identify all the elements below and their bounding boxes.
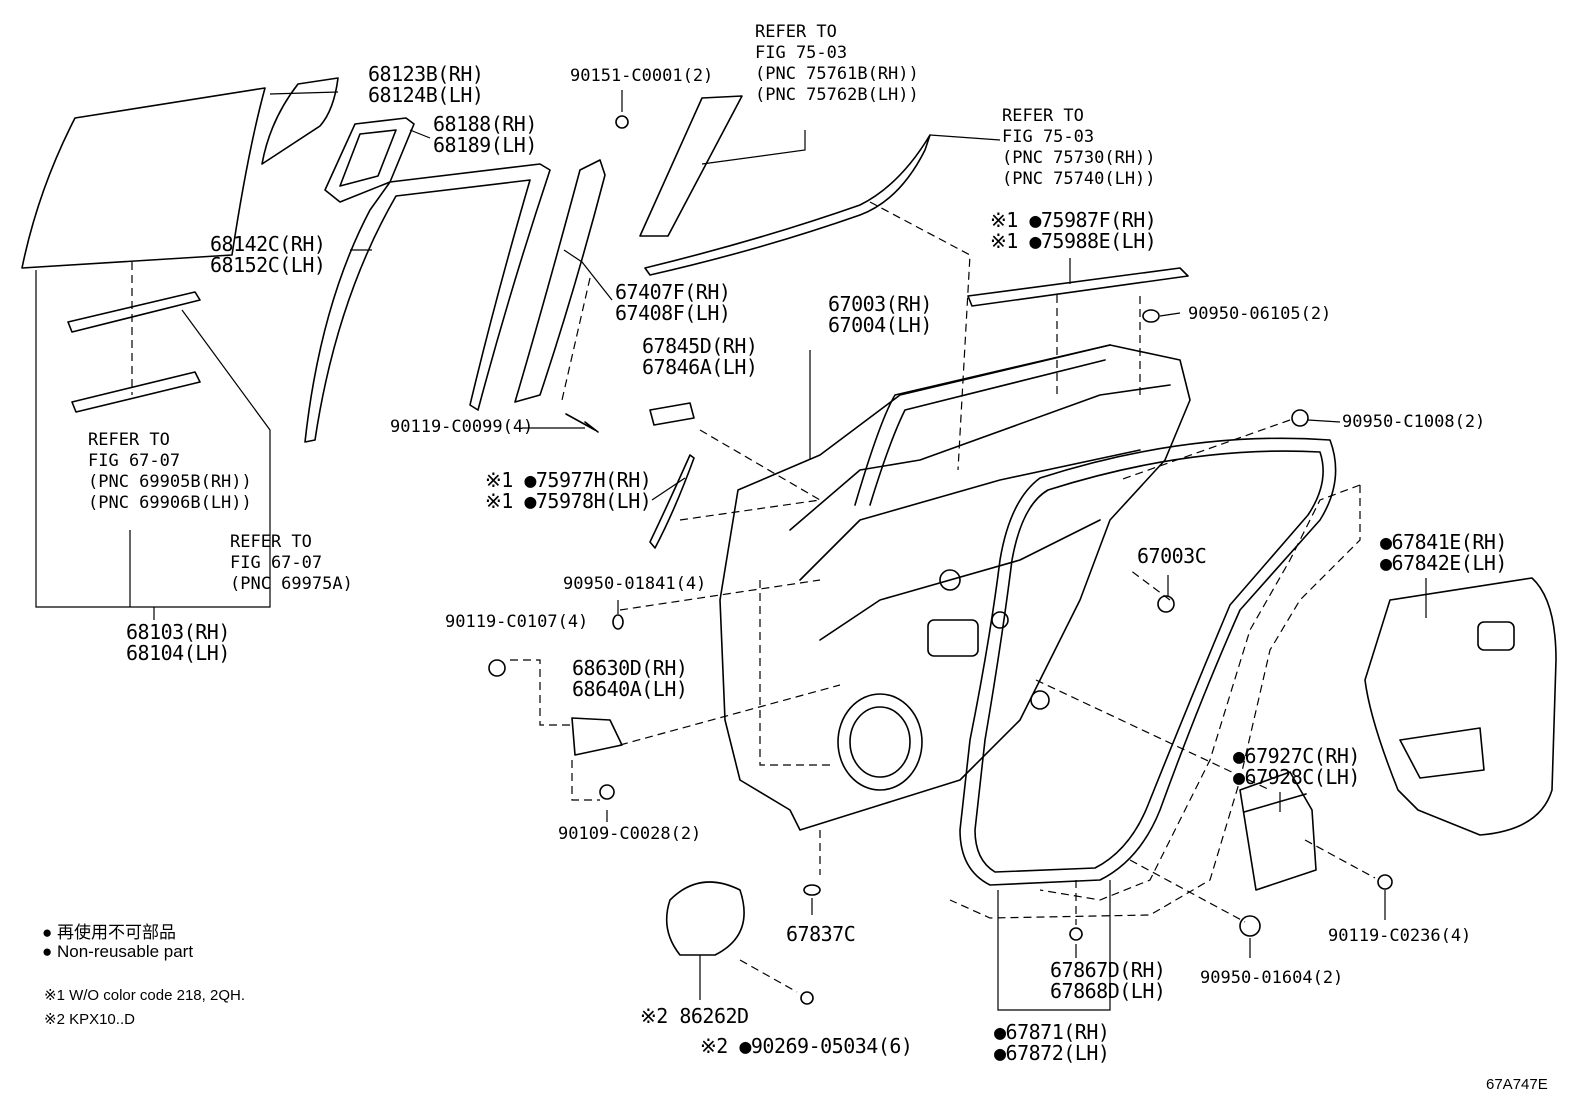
door-weatherstrip bbox=[959, 437, 1337, 886]
label-90269: ※2 ●90269-05034(6) bbox=[700, 1034, 913, 1058]
label-90950-06105: 90950-06105(2) bbox=[1188, 304, 1332, 324]
rear-channel bbox=[514, 159, 606, 403]
label-67871: ●67871(RH)●67872(LH) bbox=[994, 1020, 1110, 1065]
sash-cover bbox=[639, 95, 743, 237]
label-86262d: ※2 86262D bbox=[640, 1004, 749, 1028]
label-68188: 68188(RH)68189(LH) bbox=[433, 112, 537, 157]
clip bbox=[1239, 771, 1317, 891]
label-67837c: 67837C bbox=[786, 922, 856, 946]
label-90151: 90151-C0001(2) bbox=[570, 66, 714, 86]
label-67003: 67003(RH)67004(LH) bbox=[828, 292, 932, 337]
label-75987f: ※1 ●75987F(RH)※1 ●75988E(LH) bbox=[990, 208, 1157, 253]
label-75977h: ※1 ●75977H(RH)※1 ●75978H(LH) bbox=[485, 468, 652, 513]
label-67845d: 67845D(RH)67846A(LH) bbox=[642, 334, 758, 379]
label-67927c: ●67927C(RH)●67928C(LH) bbox=[1233, 744, 1360, 789]
quarter-glass bbox=[261, 77, 339, 165]
legend-japanese: ● 再使用不可部品 bbox=[42, 923, 176, 942]
legend-non-reusable: ● Non-reusable part bbox=[42, 942, 194, 961]
label-90119-c0099: 90119-C0099(4) bbox=[390, 417, 534, 437]
label-67003c: 67003C bbox=[1137, 544, 1207, 568]
speaker-hole bbox=[837, 693, 923, 791]
label-90119-c0107: 90119-C0107(4) bbox=[445, 612, 589, 632]
label-68630d: 68630D(RH)68640A(LH) bbox=[572, 656, 688, 701]
label-67867d: 67867D(RH)67868D(LH) bbox=[1050, 958, 1166, 1003]
door-glass bbox=[21, 87, 266, 269]
label-90109-c0028: 90109-C0028(2) bbox=[558, 824, 702, 844]
belt-moulding bbox=[644, 134, 931, 276]
label-67407f: 67407F(RH)67408F(LH) bbox=[615, 280, 731, 325]
label-90950-01604: 90950-01604(2) bbox=[1200, 968, 1344, 988]
label-68142c: 68142C(RH)68152C(LH) bbox=[210, 232, 326, 277]
run-channel bbox=[304, 163, 551, 443]
hole-cover bbox=[1364, 577, 1557, 836]
quarter-seal bbox=[324, 117, 415, 203]
label-90119-c0236: 90119-C0236(4) bbox=[1328, 926, 1472, 946]
label-90950-01841: 90950-01841(4) bbox=[563, 574, 707, 594]
note-1: ※1 W/O color code 218, 2QH. bbox=[44, 987, 245, 1004]
door-panel bbox=[719, 344, 1191, 831]
note-2: ※2 KPX10..D bbox=[44, 1011, 135, 1028]
label-90950-c1008: 90950-C1008(2) bbox=[1342, 412, 1486, 432]
figure-code: 67A747E bbox=[1486, 1076, 1548, 1093]
outer-belt-strip bbox=[967, 267, 1189, 307]
label-68103: 68103(RH)68104(LH) bbox=[126, 620, 230, 665]
label-67841e: ●67841E(RH)●67842E(LH) bbox=[1380, 530, 1507, 575]
label-68123b: 68123B(RH)68124B(LH) bbox=[368, 62, 484, 107]
